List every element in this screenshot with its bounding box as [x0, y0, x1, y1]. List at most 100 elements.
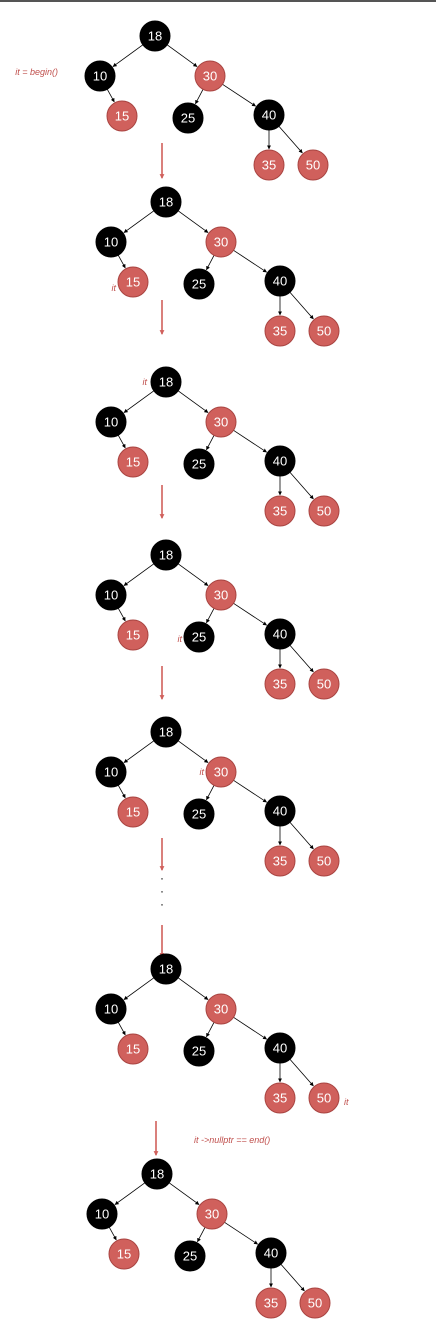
- tree-edge: [233, 249, 267, 273]
- tree-node-35: [264, 315, 296, 347]
- node-key-label: 25: [192, 277, 206, 292]
- tree-node-50: [299, 1287, 331, 1319]
- node-key-label: 35: [273, 324, 287, 339]
- node-key-label: 50: [317, 1091, 331, 1106]
- tree-edge: [195, 89, 204, 105]
- tree-node-30: [205, 993, 237, 1025]
- tree-node-15: [117, 796, 149, 828]
- tree-edge: [177, 210, 209, 233]
- tree-node-15: [108, 1238, 140, 1270]
- tree-edge: [123, 210, 155, 233]
- node-key-label: 30: [214, 235, 228, 250]
- node-key-label: 50: [317, 677, 331, 692]
- node-key-label: 35: [262, 158, 276, 173]
- tree-node-25: [183, 268, 215, 300]
- node-key-label: 25: [192, 457, 206, 472]
- node-key-label: 25: [181, 111, 195, 126]
- tree-edge: [117, 1021, 126, 1036]
- tree-edge: [117, 254, 126, 269]
- tree-node-40: [264, 795, 296, 827]
- node-key-label: 15: [115, 109, 129, 124]
- tree-node-40: [253, 99, 285, 131]
- node-key-label: 35: [273, 504, 287, 519]
- node-key-label: 10: [104, 765, 118, 780]
- tree-node-18: [150, 953, 182, 985]
- tree-node-50: [297, 149, 329, 181]
- iterator-annotation: it ->nullptr == end(): [194, 1135, 270, 1145]
- tree-edge: [177, 563, 209, 586]
- tree-node-25: [183, 1035, 215, 1067]
- node-key-label: 15: [126, 805, 140, 820]
- tree-edge: [233, 1016, 267, 1040]
- node-key-label: 25: [192, 807, 206, 822]
- node-key-label: 50: [317, 324, 331, 339]
- iterator-annotation: it: [178, 634, 183, 644]
- node-key-label: 30: [214, 415, 228, 430]
- tree-edge: [206, 608, 215, 624]
- tree-node-30: [205, 579, 237, 611]
- node-key-label: 40: [264, 1246, 278, 1261]
- tree-edge: [289, 471, 314, 500]
- tree-node-40: [264, 1032, 296, 1064]
- tree-edge: [233, 429, 267, 453]
- tree-edge: [108, 1226, 117, 1241]
- node-key-label: 30: [214, 588, 228, 603]
- tree-edge: [168, 1182, 200, 1205]
- tree-node-25: [172, 102, 204, 134]
- tree-edge: [233, 602, 267, 626]
- tree-edge: [206, 785, 215, 801]
- tree-edge: [289, 644, 314, 673]
- tree-node-35: [255, 1287, 287, 1319]
- node-key-label: 50: [317, 854, 331, 869]
- tree-node-25: [174, 1240, 206, 1272]
- node-key-label: 15: [117, 1247, 131, 1262]
- tree-node-30: [194, 60, 226, 92]
- tree-edge: [289, 821, 314, 850]
- iterator-annotation: it: [344, 1097, 349, 1107]
- tree-edge: [206, 435, 215, 451]
- tree-edge: [123, 390, 155, 413]
- ellipsis-dot: ·: [160, 884, 164, 898]
- node-key-label: 15: [126, 628, 140, 643]
- tree-edge: [206, 1022, 215, 1038]
- tree-node-10: [95, 226, 127, 258]
- iterator-annotation: it = begin(): [15, 67, 58, 77]
- tree-node-18: [150, 716, 182, 748]
- node-key-label: 40: [273, 1041, 287, 1056]
- tree-edge: [206, 255, 215, 271]
- tree-edge: [106, 88, 115, 103]
- node-key-label: 10: [95, 1207, 109, 1222]
- node-key-label: 40: [273, 454, 287, 469]
- top-rule: [0, 0, 436, 2]
- tree-node-30: [196, 1198, 228, 1230]
- tree-node-25: [183, 621, 215, 653]
- node-key-label: 40: [273, 627, 287, 642]
- node-key-label: 35: [273, 1091, 287, 1106]
- tree-edge: [224, 1221, 258, 1245]
- tree-node-30: [205, 406, 237, 438]
- tree-node-10: [95, 756, 127, 788]
- node-key-label: 18: [159, 375, 173, 390]
- tree-edge: [166, 44, 198, 67]
- iterator-annotation: it: [143, 377, 148, 387]
- tree-node-15: [117, 1033, 149, 1065]
- node-key-label: 50: [317, 504, 331, 519]
- tree-edge: [123, 740, 155, 763]
- tree-node-10: [84, 60, 116, 92]
- tree-node-30: [205, 756, 237, 788]
- node-key-label: 25: [183, 1249, 197, 1264]
- node-key-label: 10: [104, 235, 118, 250]
- tree-edge: [123, 977, 155, 1000]
- node-key-label: 40: [273, 274, 287, 289]
- tree-edge: [222, 83, 256, 107]
- tree-edge: [117, 784, 126, 799]
- tree-node-40: [264, 618, 296, 650]
- tree-node-18: [150, 186, 182, 218]
- node-key-label: 30: [203, 69, 217, 84]
- node-key-label: 18: [159, 548, 173, 563]
- tree-node-40: [255, 1237, 287, 1269]
